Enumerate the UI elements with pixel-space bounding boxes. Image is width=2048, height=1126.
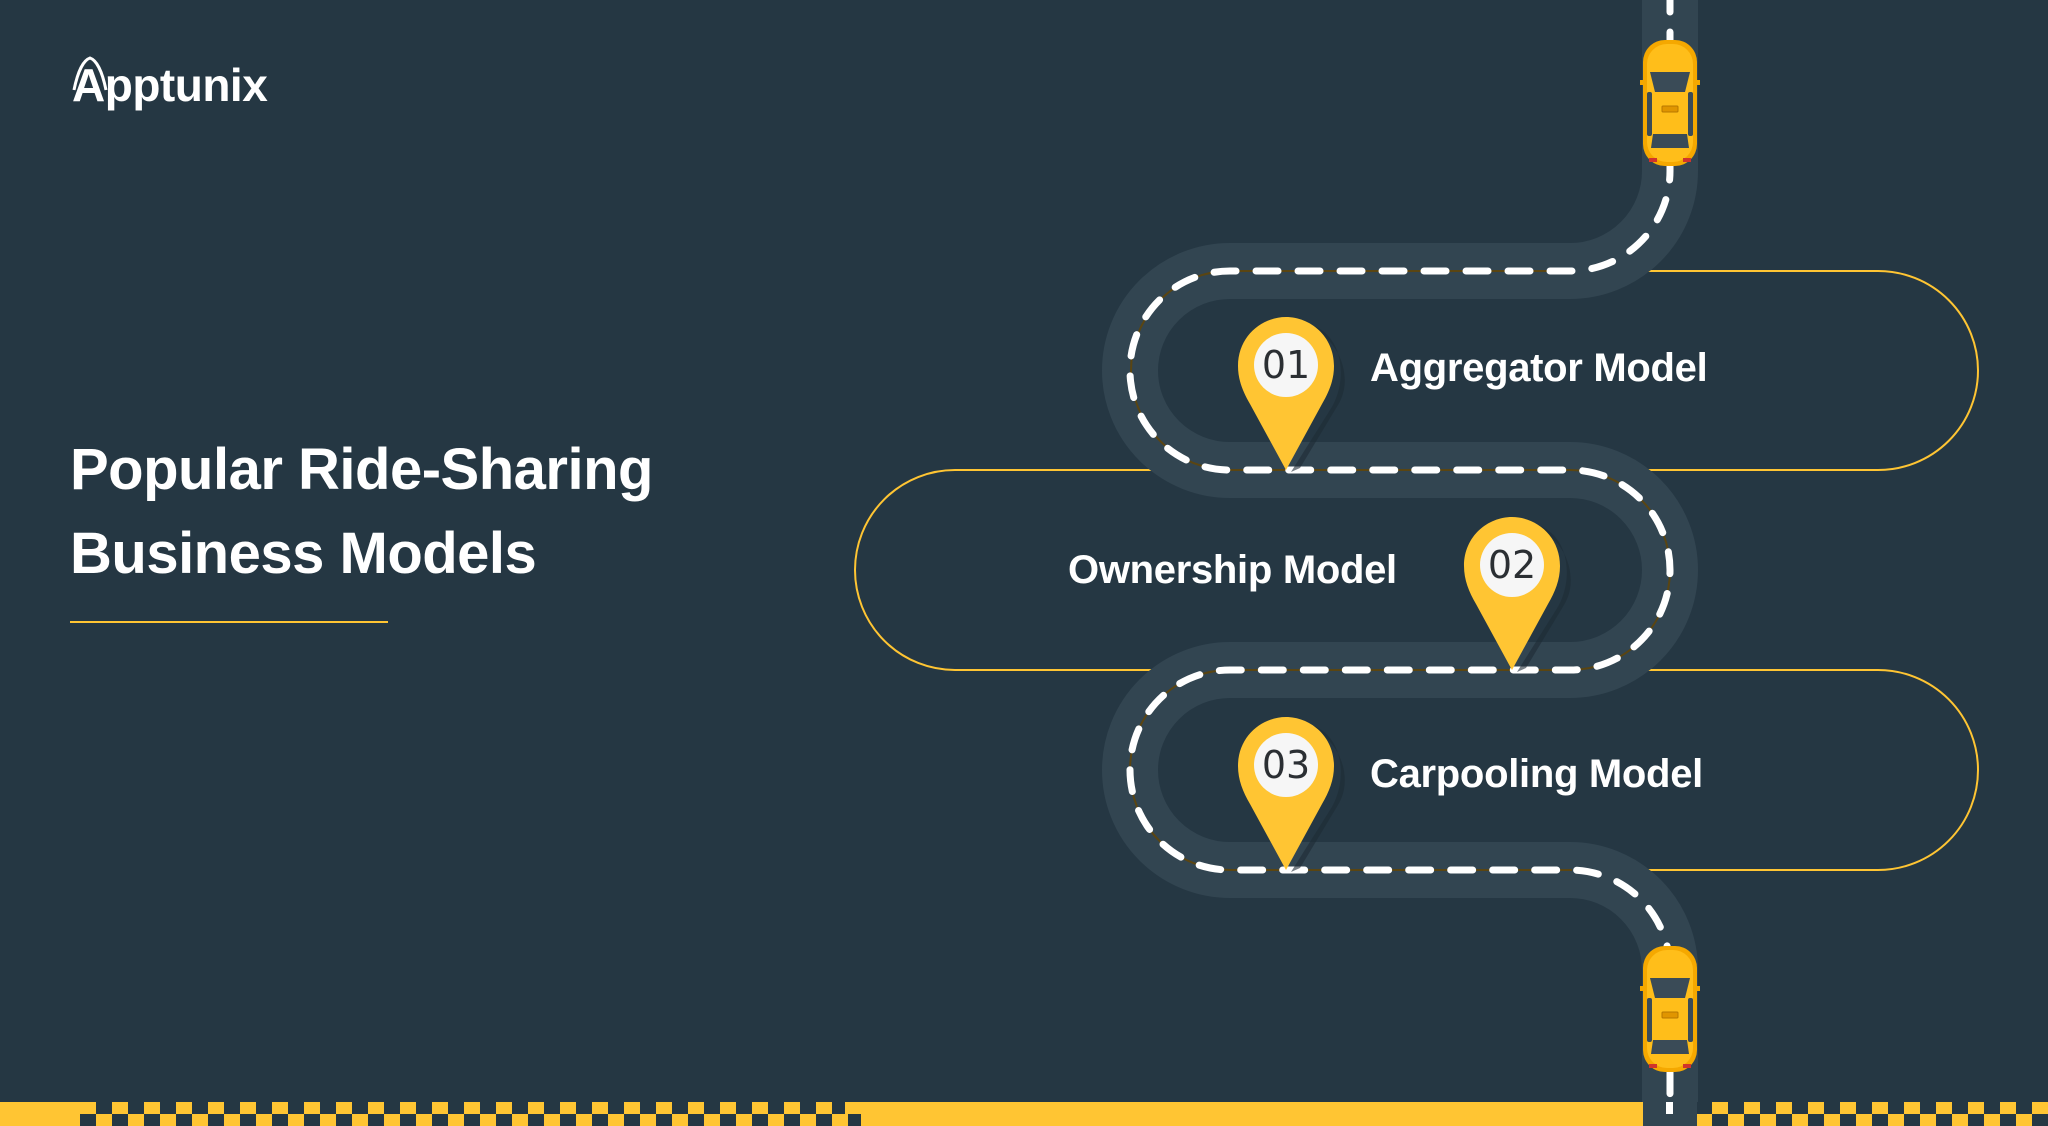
title-line-2: Business Models xyxy=(70,521,537,586)
model-label-carpooling: Carpooling Model xyxy=(1370,752,1703,796)
title-line-1: Popular Ride-Sharing xyxy=(70,437,653,502)
pin-number-3: 03 xyxy=(1254,733,1318,797)
pill-outlines xyxy=(854,270,1979,871)
page-title: Popular Ride-Sharing Business Models xyxy=(70,428,653,596)
checkered-footer xyxy=(0,1102,2048,1126)
pill-outline-3 xyxy=(1230,669,1979,871)
title-underline xyxy=(70,621,388,623)
pill-outline-2 xyxy=(854,469,1570,671)
model-label-aggregator: Aggregator Model xyxy=(1370,346,1708,390)
pin-number-1: 01 xyxy=(1254,333,1318,397)
logo-arc-icon xyxy=(72,56,108,91)
logo-text: Apptunix xyxy=(72,59,268,111)
pin-number-2: 02 xyxy=(1480,533,1544,597)
pill-outline-1 xyxy=(1230,270,1979,471)
taxi-icon-bottom xyxy=(1640,946,1700,1072)
taxi-icon-top xyxy=(1640,40,1700,166)
model-label-ownership: Ownership Model xyxy=(1068,548,1397,592)
brand-logo: Apptunix xyxy=(72,56,268,112)
lane-dashes xyxy=(1126,0,1674,1126)
